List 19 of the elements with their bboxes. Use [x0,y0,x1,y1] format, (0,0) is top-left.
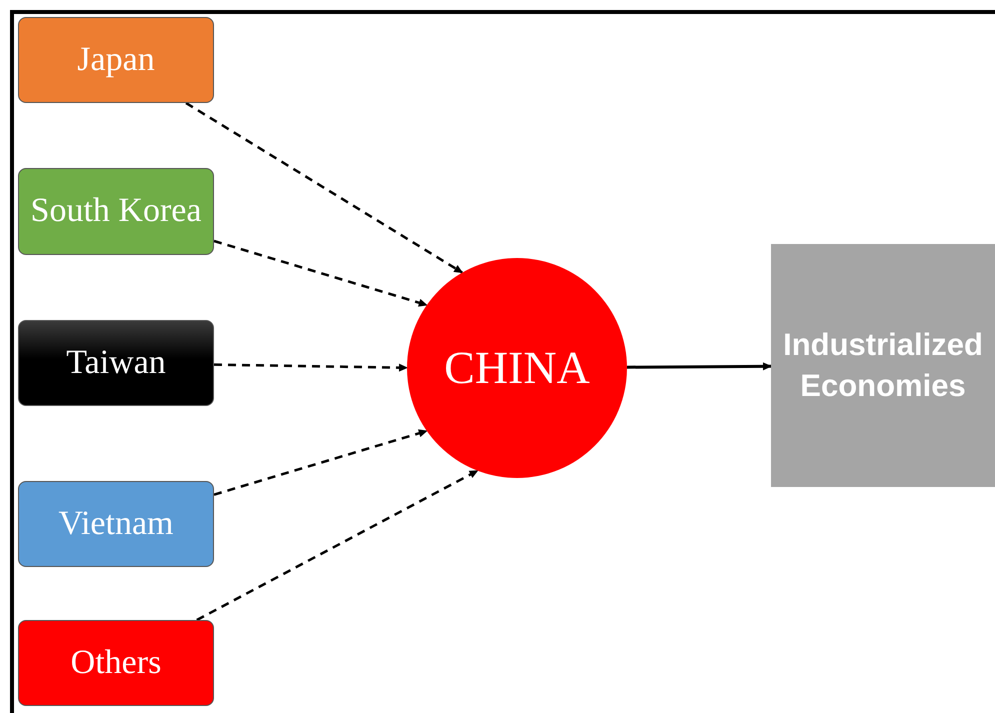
node-label: Japan [77,40,155,80]
node-label: CHINA [444,341,590,396]
label-box [18,17,214,103]
label-box [18,481,214,567]
node-label: Taiwan [66,342,166,383]
arrow [214,240,428,307]
label-box [771,244,995,487]
arrow [214,363,408,372]
arrow [185,102,464,274]
arrow [214,429,428,496]
label-box [18,168,214,255]
node-label: Vietnam [58,504,174,544]
label-box [18,620,214,706]
node-label: South Korea [30,191,202,232]
node-label: Others [70,642,162,683]
label-box [18,320,214,406]
arrow [196,470,478,622]
node-label: Industrialized Economies [782,326,984,404]
arrow [626,362,772,370]
